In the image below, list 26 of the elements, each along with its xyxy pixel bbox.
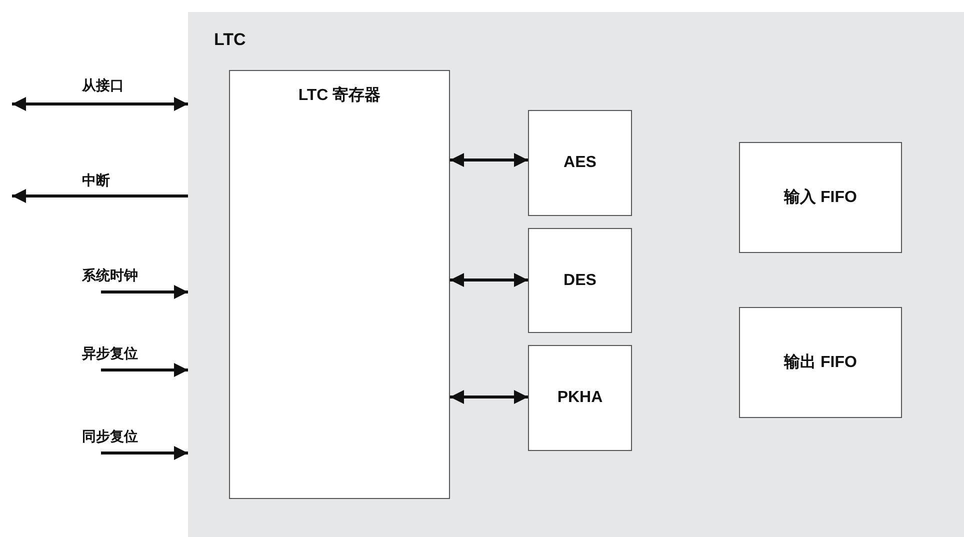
double-arrow <box>450 390 528 404</box>
fifo-box <box>739 142 902 253</box>
block-box <box>528 345 632 451</box>
fifo-box <box>739 307 902 418</box>
block-box <box>528 228 632 333</box>
edge-label: 同步复位 <box>80 428 140 444</box>
edge-label: 中断 <box>80 172 112 188</box>
module-panel <box>188 12 964 537</box>
box-title: LTC 寄存器 <box>298 85 381 106</box>
panel-title: LTC <box>214 30 246 50</box>
box-label: PKHA <box>557 389 603 407</box>
block-box <box>528 110 632 216</box>
register-box <box>229 70 450 499</box>
double-arrow <box>12 97 188 111</box>
box-label: 输入 FIFO <box>784 187 857 208</box>
box-label: DES <box>564 272 596 290</box>
arrow <box>101 285 188 299</box>
arrow <box>12 189 188 203</box>
edge-label: 系统时钟 <box>80 267 140 283</box>
double-arrow <box>450 273 528 287</box>
box-label: AES <box>564 154 596 172</box>
arrow <box>101 363 188 377</box>
arrow <box>101 446 188 460</box>
double-arrow <box>450 153 528 167</box>
edge-label: 异步复位 <box>80 345 140 361</box>
box-label: 输出 FIFO <box>784 352 857 373</box>
